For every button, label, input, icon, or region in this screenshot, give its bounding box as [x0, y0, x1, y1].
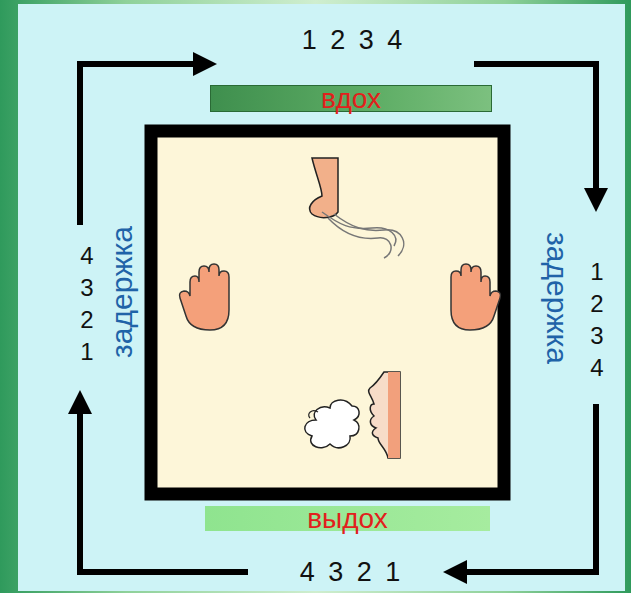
hand-icon — [451, 264, 501, 330]
hold-label: задержка — [540, 232, 574, 364]
inhale-bar: вдох — [210, 85, 492, 112]
count-numbers: 4 3 2 1 — [300, 557, 401, 588]
count-numbers: 1 2 3 4 — [302, 25, 403, 56]
central-square — [151, 131, 504, 494]
bar-text: выдох — [307, 505, 388, 532]
hand-icon — [180, 264, 230, 330]
count-numbers: 1 2 3 4 — [587, 256, 606, 384]
bar-text: вдох — [321, 85, 381, 112]
exhale-bar: выдох — [205, 506, 490, 531]
hold-label: задержка — [105, 226, 139, 358]
count-numbers: 4 3 2 1 — [77, 240, 96, 368]
cycle-arrows — [80, 64, 596, 572]
nose-icon — [310, 158, 404, 258]
face-icon — [305, 372, 400, 458]
